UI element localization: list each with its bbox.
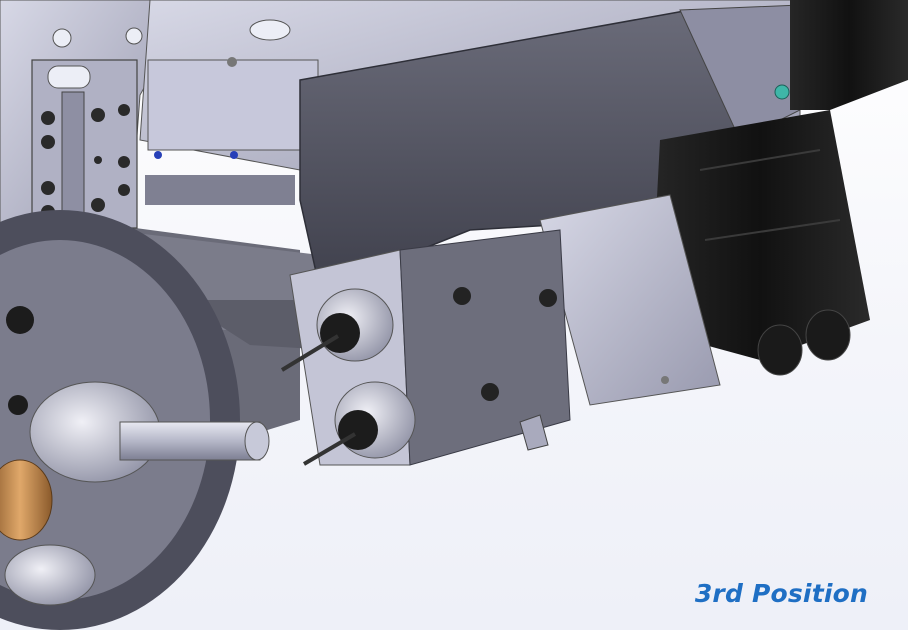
spindle-plate xyxy=(0,0,161,236)
collet-chuck-lower xyxy=(334,381,416,459)
brass-bushing xyxy=(0,459,96,606)
position-caption: 3rd Position xyxy=(694,579,868,608)
servo-motor xyxy=(650,0,908,360)
drill-bit-upper xyxy=(280,334,340,372)
motor-connectors xyxy=(757,309,851,376)
motor-flange xyxy=(539,194,721,406)
workpiece-bar xyxy=(29,381,270,483)
drill-bit-lower xyxy=(302,432,357,466)
fitting xyxy=(519,414,549,451)
collet-chuck-upper xyxy=(316,288,394,362)
